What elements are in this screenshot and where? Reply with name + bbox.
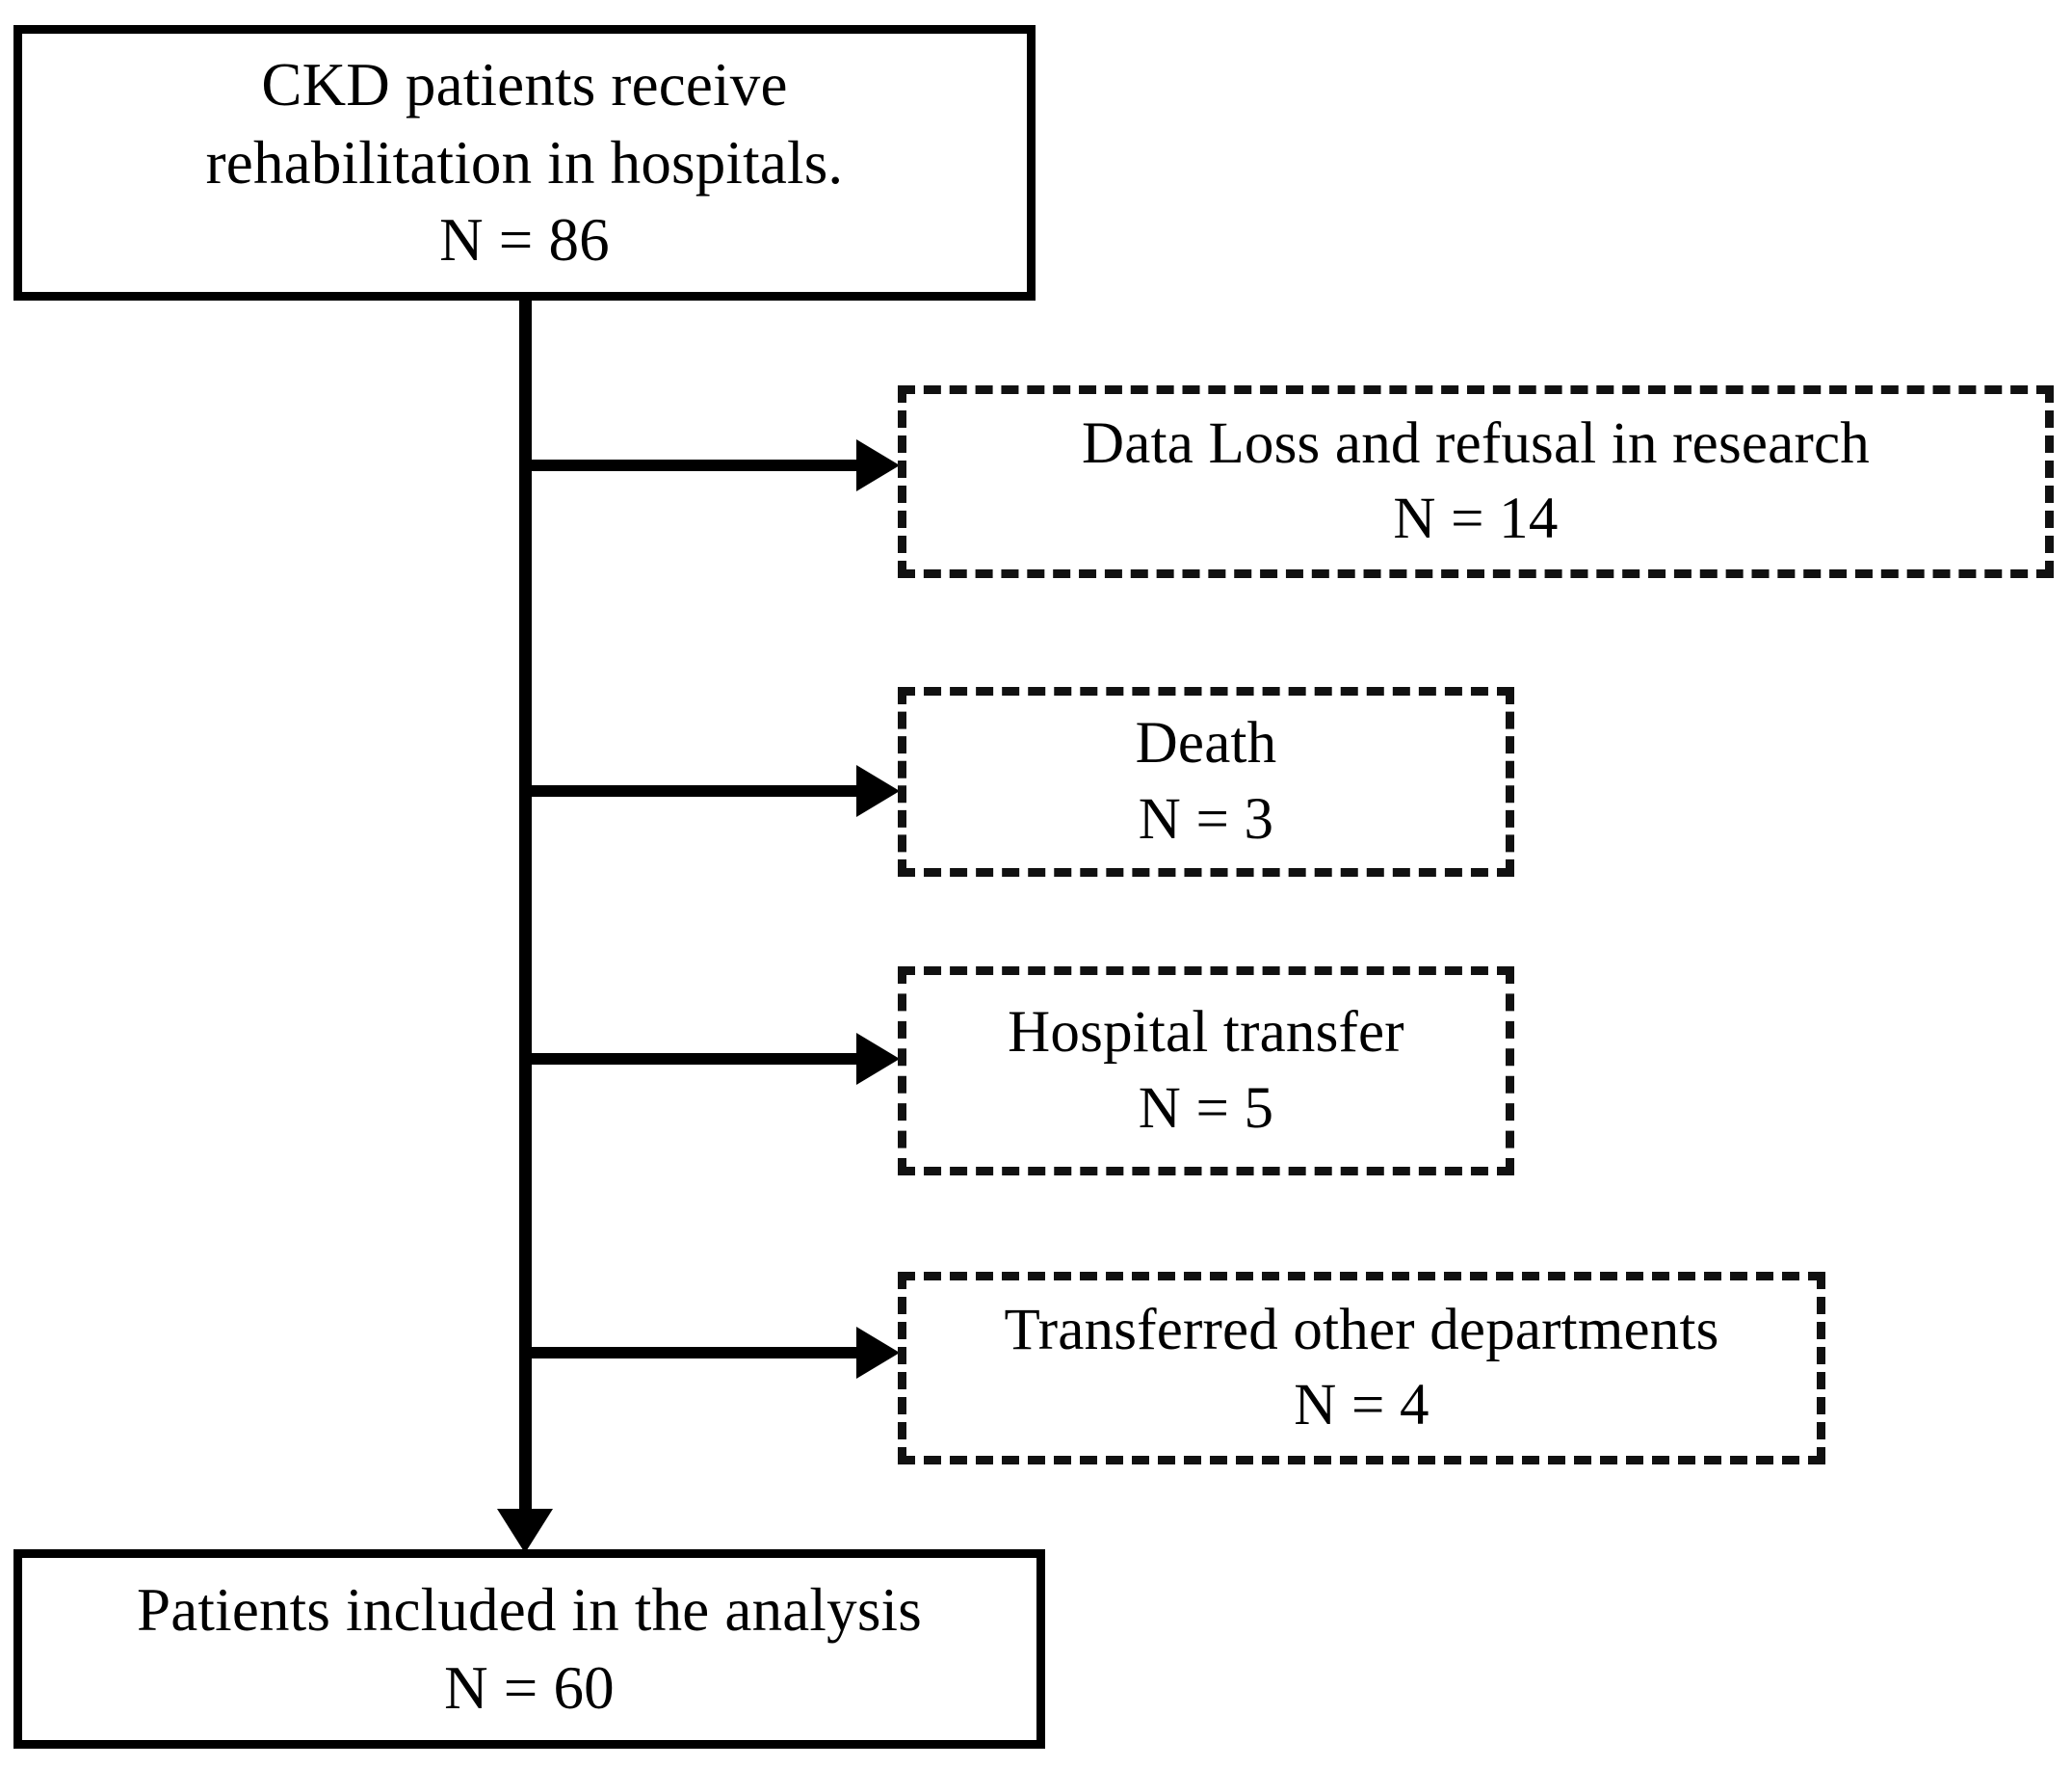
node-exclusion-count-3: N = 5: [1138, 1075, 1274, 1141]
node-exclusion-count-1: N = 14: [1393, 487, 1559, 551]
node-exclusion-label-3: Hospital transfer: [1008, 1000, 1404, 1066]
branch-arrowhead-icon-4: [856, 1327, 900, 1379]
trunk-connector-line: [519, 301, 532, 1522]
branch-arrowhead-icon-3: [856, 1033, 900, 1085]
node-exclusion-count-2: N = 3: [1138, 786, 1274, 852]
node-exclusion-label-1: Data Loss and refusal in research: [1082, 410, 1870, 476]
node-included-count: N = 60: [444, 1653, 615, 1722]
branch-arrowhead-icon-2: [856, 765, 900, 817]
branch-arrowhead-icon-1: [856, 439, 900, 491]
branch-connector-line-1: [525, 460, 862, 471]
trunk-arrowhead-icon: [497, 1509, 553, 1553]
node-exclusion-hospital-transfer: Hospital transfer N = 5: [898, 966, 1514, 1175]
node-exclusion-label-2: Death: [1135, 711, 1277, 777]
node-source-line-2: rehabilitation in hospitals.: [205, 128, 844, 197]
branch-connector-line-2: [525, 785, 862, 797]
node-source-count: N = 86: [439, 206, 610, 275]
node-exclusion-transferred-departments: Transferred other departments N = 4: [898, 1272, 1825, 1464]
node-source-population: CKD patients receive rehabilitation in h…: [13, 25, 1036, 301]
node-source-line-1: CKD patients receive: [261, 51, 788, 119]
node-exclusion-death: Death N = 3: [898, 687, 1514, 877]
branch-connector-line-3: [525, 1053, 862, 1065]
node-exclusion-label-4: Transferred other departments: [1004, 1297, 1719, 1362]
node-included-in-analysis: Patients included in the analysis N = 60: [13, 1549, 1045, 1749]
node-exclusion-data-loss: Data Loss and refusal in research N = 14: [898, 385, 2054, 578]
branch-connector-line-4: [525, 1347, 862, 1358]
node-exclusion-count-4: N = 4: [1294, 1373, 1429, 1437]
node-included-label: Patients included in the analysis: [137, 1575, 922, 1644]
